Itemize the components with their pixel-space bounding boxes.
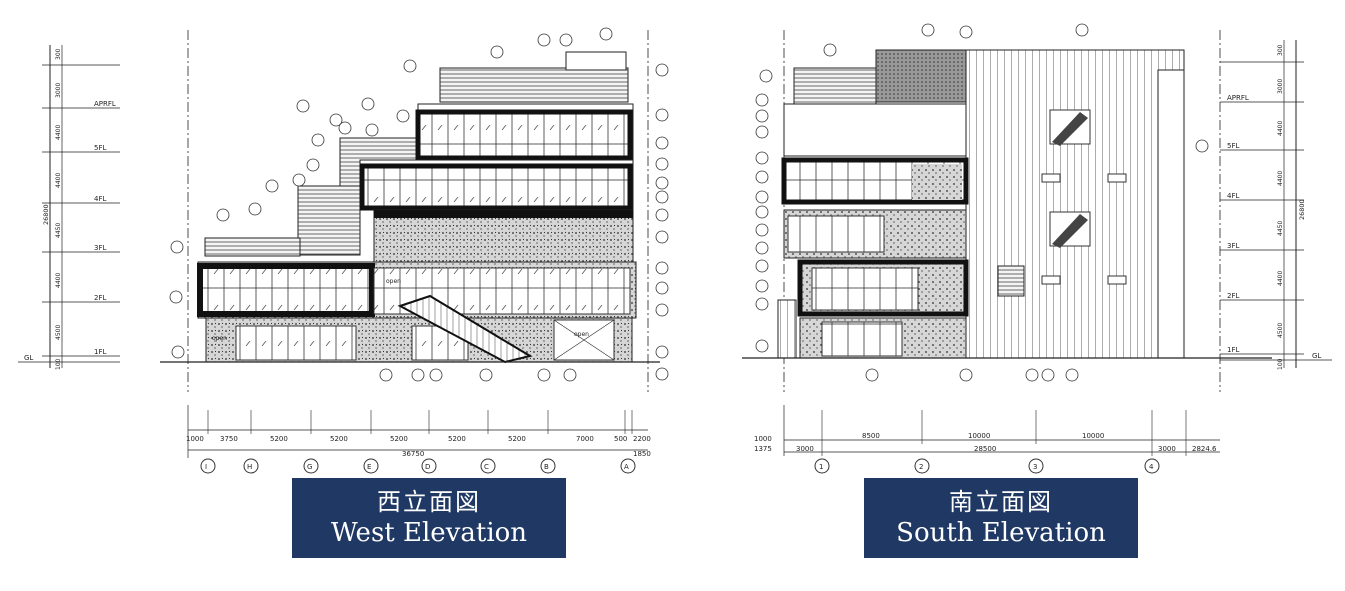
grid-label: 4 [1149, 463, 1154, 471]
open-label: open [212, 335, 227, 342]
bay-dim: 7000 [576, 435, 594, 443]
south-elevation-drawing: APRFL 5FL 4FL 3FL 2FL 1FL GL 300 3000 44… [672, 0, 1345, 480]
floor-label: GL [24, 354, 33, 362]
grid-label: I [205, 463, 207, 471]
floor-height: 3000 [1277, 79, 1284, 94]
left-dim: 1000 [754, 435, 772, 443]
floor-height: 3000 [55, 83, 62, 98]
floor-height: 4500 [55, 325, 62, 340]
floor-label: GL [1312, 352, 1321, 360]
south-elevation-caption: 南立面図 South Elevation [864, 478, 1138, 558]
west-building: open open open [160, 51, 660, 364]
floor-label: 4FL [94, 195, 106, 203]
left-dim: 3000 [796, 445, 814, 453]
bay-dim: 3750 [220, 435, 238, 443]
floor-height: 300 [55, 48, 62, 60]
floor-label: 1FL [94, 348, 106, 356]
west-elevation-caption: 西立面図 West Elevation [292, 478, 566, 558]
caption-english: South Elevation [896, 518, 1106, 548]
grid-label: 2 [919, 463, 923, 471]
floor-height: 4500 [1277, 323, 1284, 338]
grid-label: A [624, 463, 629, 471]
bay-dim: 3000 [1158, 445, 1176, 453]
grid-label: E [367, 463, 371, 471]
west-elevation-drawing: APRFL 5FL 4FL 3FL 2FL 1FL GL 300 3000 44… [0, 0, 672, 480]
open-label: open [386, 278, 401, 285]
south-elevation-svg: APRFL 5FL 4FL 3FL 2FL 1FL GL 300 3000 44… [742, 23, 1332, 474]
floor-height: 300 [1277, 44, 1284, 56]
floor-label: 4FL [1227, 192, 1239, 200]
callouts [755, 23, 1209, 382]
floor-height: 4400 [55, 173, 62, 188]
floor-height: 4400 [55, 273, 62, 288]
bay-dim: 2200 [633, 435, 651, 443]
bay-dim: 10000 [968, 432, 990, 440]
floor-label: 3FL [1227, 242, 1239, 250]
end-dim: 1850 [633, 450, 651, 458]
floor-label: APRFL [94, 100, 116, 108]
floor-label: 1FL [1227, 346, 1239, 354]
floor-label: 2FL [1227, 292, 1239, 300]
grid-label: H [247, 463, 252, 471]
open-label: open [574, 331, 589, 338]
floor-height: 4400 [55, 125, 62, 140]
grid-label: 1 [819, 463, 823, 471]
grid-label: 3 [1033, 463, 1037, 471]
floor-height: 4400 [1277, 271, 1284, 286]
south-building [742, 49, 1272, 359]
total-width: 36750 [402, 450, 424, 458]
floor-height: 100 [55, 358, 62, 370]
caption-japanese: 西立面図 [377, 488, 481, 516]
floor-height: 4450 [1277, 221, 1284, 236]
bay-dim: 1000 [186, 435, 204, 443]
floor-height: 4400 [1277, 171, 1284, 186]
caption-english: West Elevation [330, 518, 528, 548]
total-width: 28500 [974, 445, 996, 453]
west-elevation-svg: APRFL 5FL 4FL 3FL 2FL 1FL GL 300 3000 44… [18, 27, 669, 474]
height-scale: APRFL 5FL 4FL 3FL 2FL 1FL GL 300 3000 44… [1220, 40, 1332, 370]
bay-dim: 5200 [270, 435, 288, 443]
total-height: 26800 [1298, 199, 1306, 220]
grid-label: D [425, 463, 430, 471]
bay-dim: 5200 [448, 435, 466, 443]
bay-dim: 500 [614, 435, 627, 443]
floor-height: 4400 [1277, 121, 1284, 136]
bay-dim: 5200 [330, 435, 348, 443]
bay-dim: 8500 [862, 432, 880, 440]
caption-japanese: 南立面図 [949, 488, 1053, 516]
floor-label: 5FL [1227, 142, 1239, 150]
floor-label: 3FL [94, 244, 106, 252]
floor-label: 5FL [94, 144, 106, 152]
grid-label: C [484, 463, 489, 471]
width-dimensions: 1000 3750 5200 5200 5200 5200 5200 7000 … [186, 405, 651, 458]
width-dimensions: 1000 1375 3000 8500 10000 10000 3000 282… [754, 405, 1220, 456]
total-height: 26800 [42, 204, 50, 225]
grid-markers: 1 2 3 4 [814, 458, 1160, 474]
grid-markers: I H G E D C B A [200, 458, 636, 474]
bay-dim: 5200 [390, 435, 408, 443]
floor-height: 4450 [55, 223, 62, 238]
floor-label: APRFL [1227, 94, 1249, 102]
bay-dim: 10000 [1082, 432, 1104, 440]
callouts [169, 27, 669, 382]
floor-height: 100 [1277, 358, 1284, 370]
bay-dim: 5200 [508, 435, 526, 443]
grid-label: B [544, 463, 549, 471]
grid-label: G [307, 463, 312, 471]
bay-dim: 2824.6 [1192, 445, 1217, 453]
left-dim: 1375 [754, 445, 772, 453]
floor-label: 2FL [94, 294, 106, 302]
height-scale: APRFL 5FL 4FL 3FL 2FL 1FL GL 300 3000 44… [18, 45, 120, 370]
